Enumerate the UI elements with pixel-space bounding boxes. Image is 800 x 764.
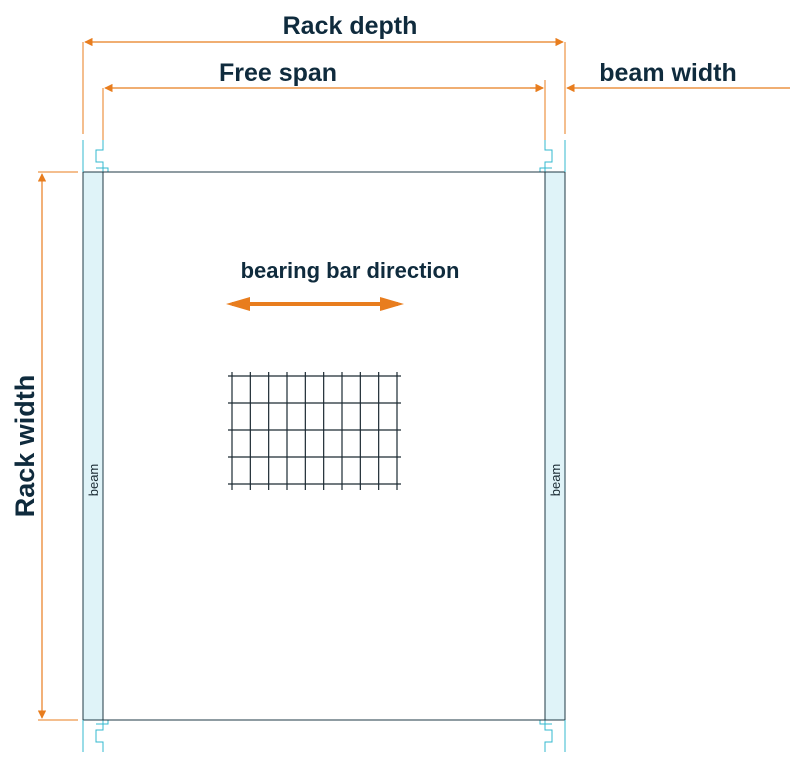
right-beam-label: beam [548, 464, 563, 497]
rack-depth-dimension: Rack depth [82, 12, 566, 134]
beam-width-dimension: beam width [530, 59, 790, 93]
grating-mesh-icon [228, 372, 401, 490]
free-span-dimension: Free span [102, 59, 546, 140]
rack-depth-label: Rack depth [283, 12, 418, 40]
free-span-label: Free span [219, 59, 337, 87]
left-beam-label: beam [86, 464, 101, 497]
rack-width-label: Rack width [10, 375, 40, 518]
bearing-bar-direction: bearing bar direction [226, 258, 459, 311]
beam-width-label: beam width [599, 59, 737, 87]
bearing-bar-direction-label: bearing bar direction [241, 258, 460, 283]
rack-width-dimension: Rack width [10, 171, 78, 721]
